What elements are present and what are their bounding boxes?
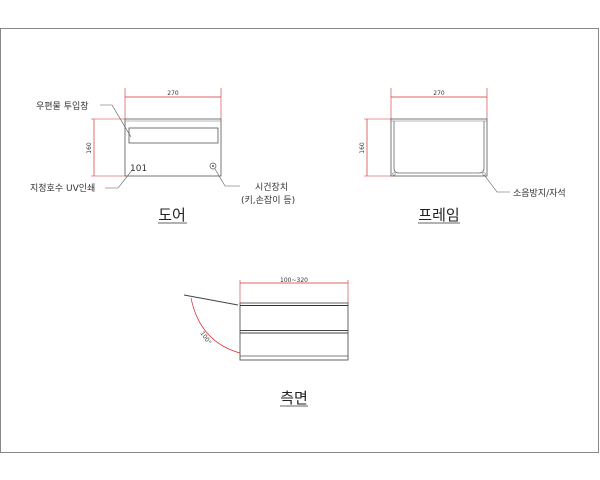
magnet-icon bbox=[392, 172, 396, 176]
frame-width-dimension: 270 bbox=[433, 90, 445, 97]
callout-room-number: 지정호수 UV인쇄 bbox=[30, 183, 95, 194]
frame-view: 270 160 소음방지/자석 프레임 bbox=[359, 88, 566, 224]
opening-angle-arc bbox=[190, 297, 241, 354]
frame-height-dimension: 160 bbox=[359, 142, 366, 154]
drawing-border bbox=[0, 28, 599, 453]
magnet-icon bbox=[482, 172, 486, 176]
callout-mail-slot: 우편물 투입창 bbox=[36, 100, 89, 112]
callout-lock-line2: (키,손잡이 등) bbox=[241, 194, 295, 206]
door-width-dimension: 270 bbox=[167, 90, 179, 97]
side-depth-dimension: 100~320 bbox=[280, 277, 308, 284]
door-view: 270 160 101 우편물 투입창 지정호수 UV인쇄 시건장치 (키,손잡… bbox=[30, 88, 295, 224]
door-title: 도어 bbox=[158, 206, 186, 224]
callout-lock-line1: 시건장치 bbox=[255, 181, 288, 193]
callout-magnet: 소음방지/자석 bbox=[513, 188, 566, 199]
side-title: 측면 bbox=[280, 389, 308, 407]
mail-slot bbox=[128, 127, 219, 144]
side-outline bbox=[239, 302, 349, 361]
room-number: 101 bbox=[130, 164, 147, 174]
side-view: 100~320 100° 측면 bbox=[183, 277, 349, 407]
door-height-dimension: 160 bbox=[86, 142, 93, 154]
frame-title: 프레임 bbox=[418, 206, 459, 224]
frame-outline bbox=[390, 118, 488, 177]
opening-angle-dimension: 100° bbox=[198, 330, 212, 346]
open-door-line bbox=[183, 294, 239, 306]
frame-inner-edge bbox=[393, 121, 485, 174]
